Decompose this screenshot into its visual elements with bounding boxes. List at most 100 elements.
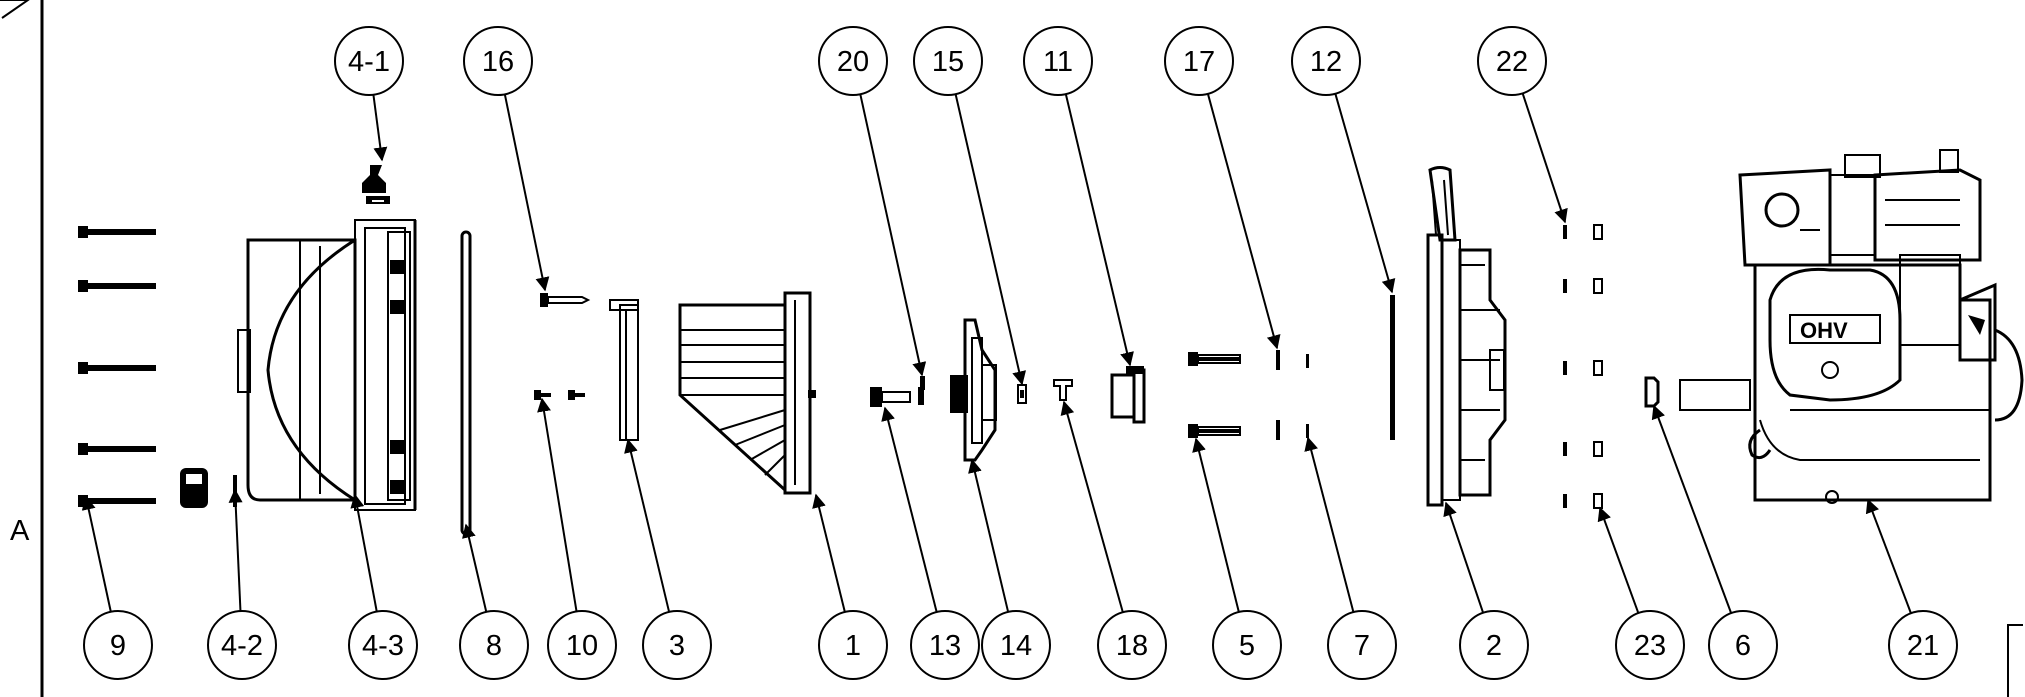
callout-circle <box>463 26 533 96</box>
part-23-nuts <box>1593 224 1603 509</box>
callout-bubble: 21 <box>1888 610 1958 680</box>
engine-brand-label: OHV <box>1800 318 1848 343</box>
callout-bubble: 18 <box>1097 610 1167 680</box>
callout-number: 22 <box>1496 46 1528 78</box>
zone-letter: A <box>10 515 30 547</box>
leader-line <box>1304 436 1355 613</box>
callout-bubble: 8 <box>459 610 529 680</box>
callout-number: 2 <box>1486 630 1502 662</box>
part-4-2-drain-plug <box>180 468 237 508</box>
callout-circle <box>642 610 712 680</box>
leader-line <box>624 438 671 613</box>
callout-bubble: 11 <box>1023 26 1093 96</box>
callout-circle <box>1164 26 1234 96</box>
leader-line <box>372 94 388 162</box>
callout-number: 14 <box>1000 630 1032 662</box>
callout-bubble: 4-1 <box>334 26 404 96</box>
callout-circle <box>910 610 980 680</box>
part-4-3-pump-casing <box>237 219 417 511</box>
callout-number: 11 <box>1043 46 1073 78</box>
leader-line <box>1334 93 1396 294</box>
callout-number: 1 <box>845 630 861 662</box>
part-16-screw <box>540 293 591 307</box>
part-14-impeller <box>950 318 997 462</box>
part-10-small-screws <box>534 390 585 400</box>
callout-circle <box>1327 610 1397 680</box>
leader-line <box>537 397 578 612</box>
callout-number: 6 <box>1735 630 1751 662</box>
callout-circle <box>1212 610 1282 680</box>
leader-line <box>1651 404 1733 614</box>
leader-line <box>1597 506 1640 614</box>
callout-circle <box>547 610 617 680</box>
callout-number: 23 <box>1634 630 1666 662</box>
callout-circle <box>1291 26 1361 96</box>
callout-bubble: 17 <box>1164 26 1234 96</box>
part-9-long-bolts <box>78 226 156 507</box>
callout-number: 3 <box>669 630 685 662</box>
callout-circle <box>818 610 888 680</box>
callout-bubble: 7 <box>1327 610 1397 680</box>
callout-circle <box>207 610 277 680</box>
callout-bubble: 20 <box>818 26 888 96</box>
callout-circle <box>348 610 418 680</box>
callout-number: 4-2 <box>221 630 263 662</box>
leader-line <box>1865 498 1912 614</box>
callout-circle <box>1023 26 1093 96</box>
leader-line <box>1064 93 1134 367</box>
leader-line <box>350 493 378 612</box>
callout-bubble: 13 <box>910 610 980 680</box>
callout-number: 4-1 <box>348 46 390 78</box>
part-12-o-ring <box>1390 295 1395 440</box>
callout-circle <box>1708 610 1778 680</box>
callout-bubble: 3 <box>642 610 712 680</box>
callout-circle <box>1477 26 1547 96</box>
callout-number: 9 <box>110 630 126 662</box>
callout-number: 15 <box>932 46 964 78</box>
leader-line <box>1206 93 1281 350</box>
leader-line <box>1443 501 1485 614</box>
leader-line <box>968 458 1010 613</box>
callout-circle <box>913 26 983 96</box>
leader-line <box>1060 400 1124 613</box>
part-15-key <box>1017 384 1027 404</box>
part-2-adapter-plate <box>1426 166 1507 507</box>
leader-line <box>1192 437 1240 613</box>
callout-number: 7 <box>1354 630 1370 662</box>
callout-bubble: 6 <box>1708 610 1778 680</box>
leader-line <box>859 93 927 377</box>
callout-bubble: 4-3 <box>348 610 418 680</box>
callout-number: 4-3 <box>362 630 404 662</box>
callout-bubble: 12 <box>1291 26 1361 96</box>
callout-number: 21 <box>1907 630 1939 662</box>
callout-bubble: 5 <box>1212 610 1282 680</box>
callout-circle <box>981 610 1051 680</box>
part-4-1-fill-plug <box>362 165 390 204</box>
callout-bubble: 2 <box>1459 610 1529 680</box>
leader-line <box>462 523 488 613</box>
callout-number: 5 <box>1239 630 1255 662</box>
callout-circle <box>1615 610 1685 680</box>
part-8-gasket <box>460 230 472 536</box>
callout-bubble: 10 <box>547 610 617 680</box>
leader-line <box>1521 92 1568 224</box>
leader-lines <box>81 92 1912 614</box>
callout-bubble: 15 <box>913 26 983 96</box>
part-6-slinger <box>1644 376 1660 408</box>
callout-bubble: 14 <box>981 610 1051 680</box>
callout-bubble: 1 <box>818 610 888 680</box>
callout-number: 12 <box>1310 46 1342 78</box>
callout-circle <box>1097 610 1167 680</box>
part-22-studs <box>1563 225 1567 508</box>
leader-line <box>812 493 846 613</box>
callout-circle <box>459 610 529 680</box>
leader-line <box>228 488 243 612</box>
part-1-volute <box>678 291 816 495</box>
callout-bubble: 23 <box>1615 610 1685 680</box>
callout-number: 18 <box>1116 630 1148 662</box>
callout-circle <box>1888 610 1958 680</box>
callout-bubble: 9 <box>83 610 153 680</box>
callout-number: 13 <box>929 630 961 662</box>
